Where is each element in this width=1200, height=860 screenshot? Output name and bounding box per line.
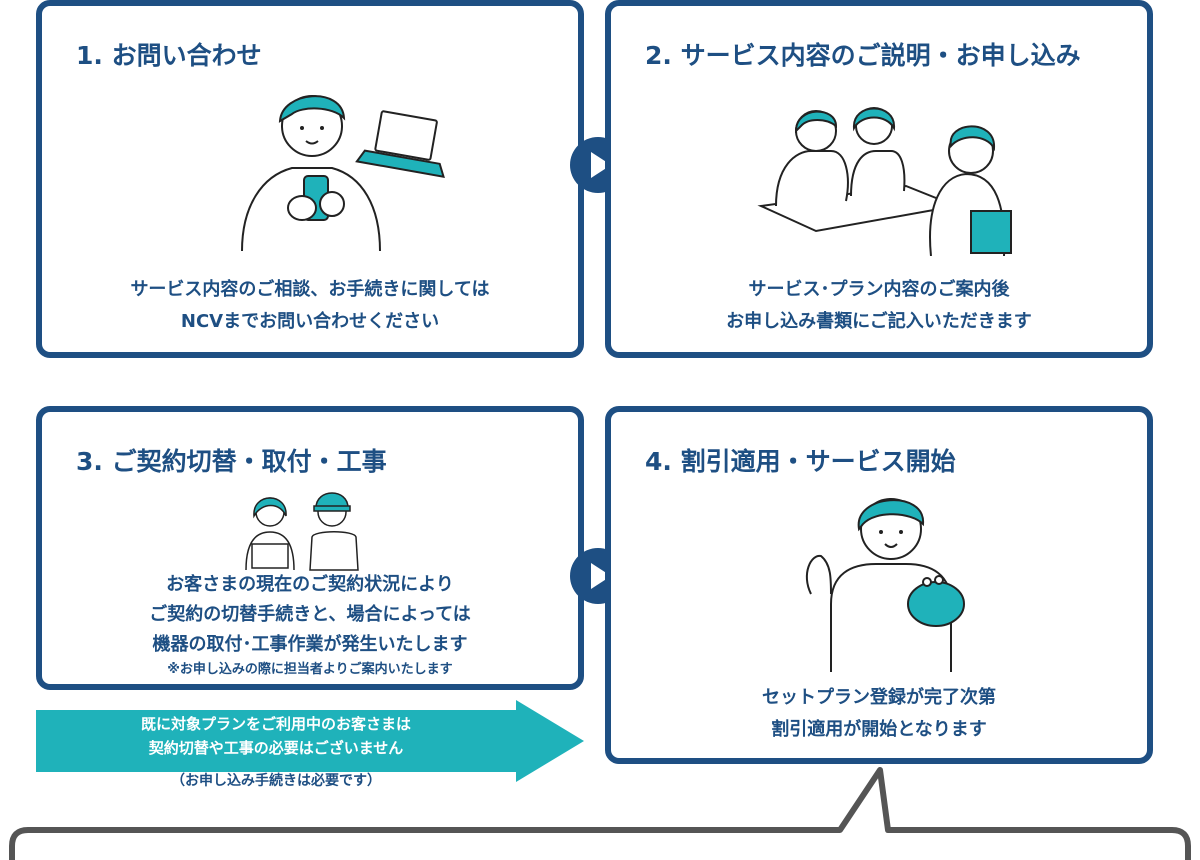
person-with-phone-illustration [241, 95, 445, 252]
speech-bubble [9, 767, 1191, 860]
banner-line-2: 契約切替や工事の必要はございません [148, 739, 404, 757]
step-3-card: 3. ご契約切替・取付・工事 お客さまの現在のご契約状況により ご契約の切替手続… [36, 406, 584, 690]
step-1-line-2: NCVまでお問い合わせください [180, 311, 440, 332]
step-4-description: セットプラン登録が完了次第 割引適用が開始となります [611, 682, 1147, 746]
staff-and-worker-illustration [245, 492, 359, 571]
step-1-line-1: サービス内容のご相談、お手続きに関しては [130, 279, 490, 300]
banner-note: （お申し込み手続きは必要です） [171, 773, 381, 789]
step-2-description: サービス･プラン内容のご案内後 お申し込み書類にご記入いただきます [611, 274, 1147, 338]
step-2-card: 2. サービス内容のご説明・お申し込み サービス･プラン内容のご案内後 お申し込… [605, 0, 1153, 358]
step-2-line-1: サービス･プラン内容のご案内後 [748, 279, 1010, 300]
step-2-line-2: お申し込み書類にご記入いただきます [726, 311, 1032, 332]
step-3-line-1: お客さまの現在のご契約状況により [166, 574, 454, 595]
step-4-line-1: セットプラン登録が完了次第 [762, 687, 996, 708]
step-2-title: 2. サービス内容のご説明・お申し込み [645, 41, 1081, 70]
step-4-line-2: 割引適用が開始となります [771, 719, 987, 740]
banner-line-1: 既に対象プランをご利用中のお客さまは [140, 715, 411, 733]
step-1-card: 1. お問い合わせ サービス内容のご相談、お手続きに関しては NCVまでお問い合… [36, 0, 584, 358]
step-4-card: 4. 割引適用・サービス開始 セットプラン登録が完了次第 割引適用が開始となりま… [605, 406, 1153, 764]
step-1-description: サービス内容のご相談、お手続きに関しては NCVまでお問い合わせください [42, 274, 578, 338]
step-4-title: 4. 割引適用・サービス開始 [645, 447, 956, 476]
step-3-description: お客さまの現在のご契約状況により ご契約の切替手続きと、場合によっては 機器の取… [42, 570, 578, 680]
person-with-wallet-illustration [805, 498, 965, 672]
step-3-note: ※お申し込みの際に担当者よりご案内いたします [167, 662, 453, 677]
banner-arrow [36, 700, 584, 782]
step-1-title: 1. お問い合わせ [76, 41, 262, 70]
consultation-illustration [757, 107, 1012, 256]
step-3-title: 3. ご契約切替・取付・工事 [76, 447, 387, 476]
step-3-line-3: 機器の取付･工事作業が発生いたします [152, 634, 468, 655]
step-3-line-2: ご契約の切替手続きと、場合によっては [149, 604, 471, 625]
